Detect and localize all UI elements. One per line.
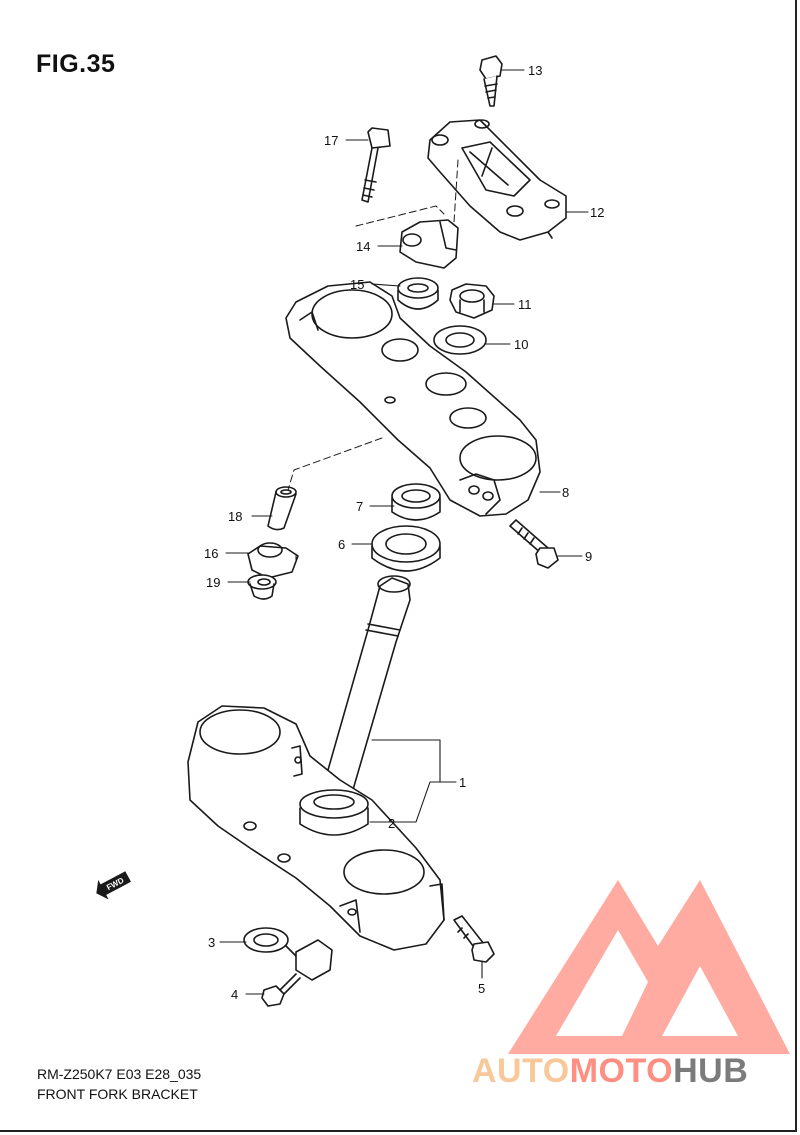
alignment-lines	[287, 159, 459, 565]
model-code: RM-Z250K7 E03 E28_035	[37, 1066, 202, 1082]
watermark-wordmark: AUTOMOTOHUB	[472, 1052, 748, 1091]
part-4-bolt	[261, 973, 301, 1007]
callout-5: 5	[478, 981, 485, 996]
callout-19: 19	[206, 575, 220, 590]
part-14-handlebar-holder	[399, 219, 459, 269]
part-11-stem-nut	[449, 283, 495, 319]
callout-6: 6	[338, 537, 345, 552]
callout-13: 13	[528, 63, 542, 78]
callout-11: 11	[518, 297, 532, 312]
part-19-spacer	[247, 574, 277, 600]
callout-15: 15	[350, 277, 364, 292]
fwd-arrow-icon: FWD	[96, 871, 131, 900]
part-8-upper-bracket	[285, 281, 541, 517]
part-9-bolt	[509, 519, 559, 569]
part-1-lower-bracket-stem	[187, 575, 445, 951]
callout-9: 9	[585, 549, 592, 564]
part-18-collar	[267, 486, 297, 531]
wordmark-hub: HUB	[673, 1052, 749, 1090]
callout-labels: 13 17 12 14 15 11 10 8 7 18 6 9 16 19 1 …	[204, 63, 604, 1002]
callout-1: 1	[459, 775, 466, 790]
part-7-adjust-nut	[391, 483, 441, 521]
callout-16: 16	[204, 546, 218, 561]
part-15-damper	[397, 277, 439, 310]
callout-14: 14	[356, 239, 370, 254]
callout-18: 18	[228, 509, 242, 524]
leader-lines	[219, 69, 589, 995]
lower-clamp-block	[295, 939, 333, 981]
callout-12: 12	[590, 205, 604, 220]
part-10-washer	[433, 325, 487, 355]
part-17-bolt	[361, 127, 391, 203]
part-6-bearing	[371, 525, 441, 572]
part-2-bearing	[299, 789, 369, 836]
part-13-bolt	[479, 55, 503, 107]
figure-caption: FRONT FORK BRACKET	[37, 1086, 198, 1102]
part-5-bolt	[453, 915, 495, 963]
wordmark-auto: AUTO	[472, 1052, 570, 1090]
automotohub-logo-icon	[508, 880, 790, 1054]
callout-8: 8	[562, 485, 569, 500]
callout-7: 7	[356, 499, 363, 514]
callout-10: 10	[514, 337, 528, 352]
callout-3: 3	[208, 935, 215, 950]
part-16-grommet	[247, 542, 299, 579]
callout-4: 4	[231, 987, 238, 1002]
figure-title: FIG.35	[36, 50, 116, 78]
part-12-handlebar-clamp	[427, 119, 567, 241]
callout-17: 17	[324, 133, 338, 148]
wordmark-moto: MOTO	[569, 1052, 674, 1090]
callout-2: 2	[388, 816, 395, 831]
